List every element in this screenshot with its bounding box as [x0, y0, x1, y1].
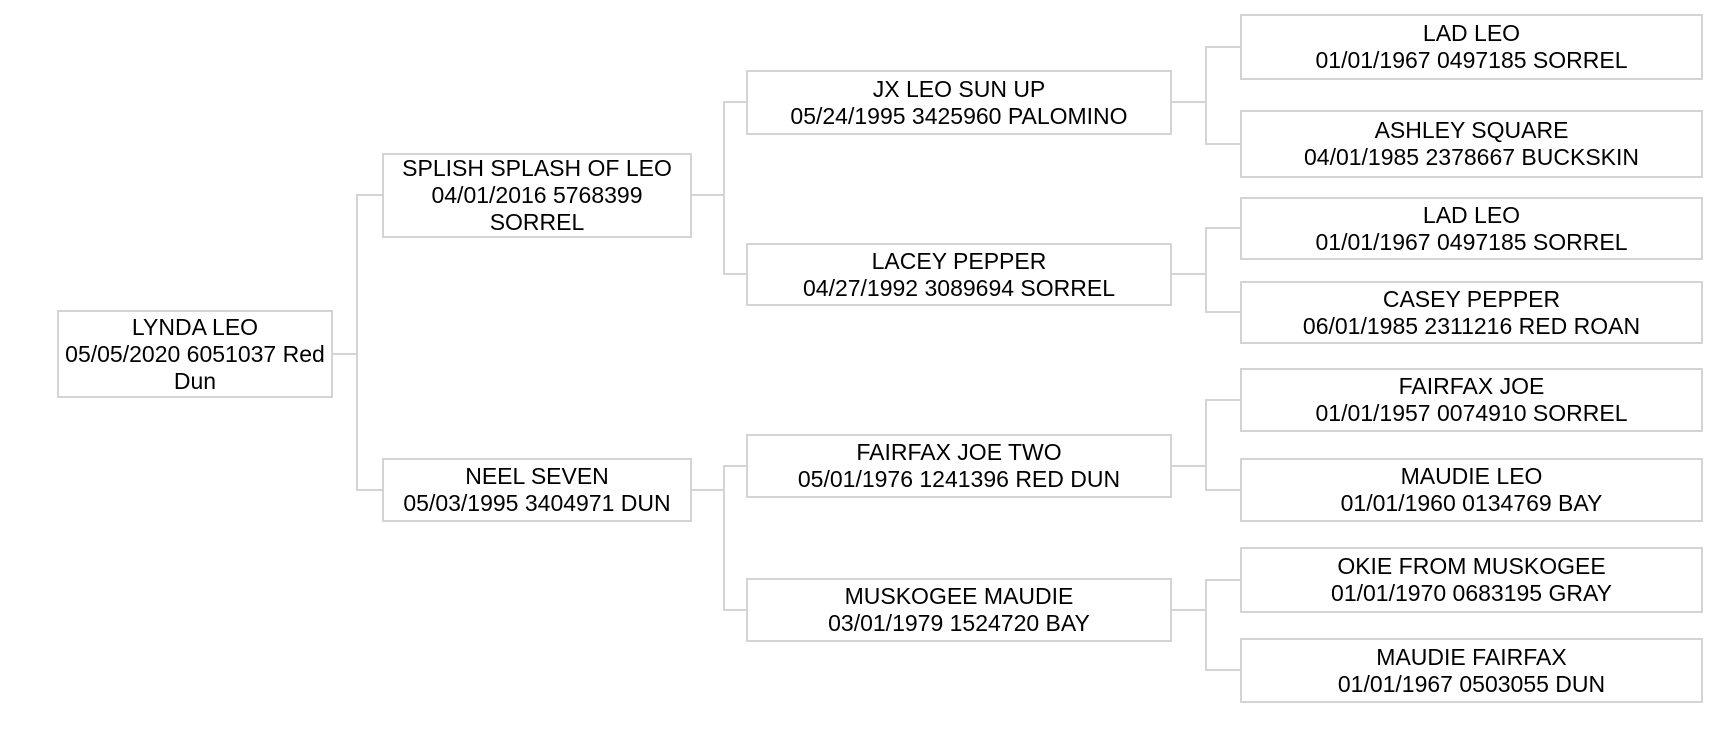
- horse-name: ASHLEY SQUARE: [1374, 117, 1569, 143]
- pedigree-node-dam-dam-dam: MAUDIE FAIRFAX 01/01/1967 0503055 DUN: [1240, 638, 1703, 703]
- pedigree-node-dam-sire-dam: MAUDIE LEO 01/01/1960 0134769 BAY: [1240, 458, 1703, 522]
- horse-details: 04/01/1985 2378667 BUCKSKIN: [1303, 144, 1640, 170]
- horse-name: SPLISH SPLASH OF LEO: [402, 155, 672, 181]
- pedigree-node-sire-dam-dam: CASEY PEPPER 06/01/1985 2311216 RED ROAN: [1240, 281, 1703, 344]
- horse-name: LAD LEO: [1422, 20, 1521, 46]
- horse-details: 01/01/1960 0134769 BAY: [1340, 490, 1603, 516]
- pedigree-node-dam-dam-sire: OKIE FROM MUSKOGEE 01/01/1970 0683195 GR…: [1240, 547, 1703, 613]
- horse-details: 05/05/2020 6051037 Red Dun: [65, 340, 325, 394]
- horse-name: MUSKOGEE MAUDIE: [844, 583, 1074, 609]
- pedigree-node-sire-dam: LACEY PEPPER 04/27/1992 3089694 SORREL: [746, 243, 1172, 306]
- connector-sire-dam-to-parents: [1172, 227, 1240, 313]
- pedigree-node-dam-sire: FAIRFAX JOE TWO 05/01/1976 1241396 RED D…: [746, 434, 1172, 498]
- pedigree-node-dam-dam: MUSKOGEE MAUDIE 03/01/1979 1524720 BAY: [746, 578, 1172, 642]
- horse-details: 03/01/1979 1524720 BAY: [828, 610, 1090, 636]
- horse-name: NEEL SEVEN: [465, 463, 609, 489]
- connector-dam-sire-to-parents: [1172, 399, 1240, 491]
- pedigree-node-sire-sire-dam: ASHLEY SQUARE 04/01/1985 2378667 BUCKSKI…: [1240, 110, 1703, 178]
- horse-name: MAUDIE FAIRFAX: [1376, 643, 1567, 670]
- horse-name: FAIRFAX JOE TWO: [856, 439, 1062, 465]
- connector-dam-to-parents: [692, 465, 746, 611]
- horse-details: 05/01/1976 1241396 RED DUN: [797, 466, 1121, 492]
- pedigree-node-dam: NEEL SEVEN 05/03/1995 3404971 DUN: [382, 458, 692, 522]
- pedigree-node-sire: SPLISH SPLASH OF LEO 04/01/2016 5768399 …: [382, 153, 692, 238]
- horse-name: LACEY PEPPER: [871, 247, 1047, 274]
- pedigree-node-dam-sire-sire: FAIRFAX JOE 01/01/1957 0074910 SORREL: [1240, 368, 1703, 432]
- horse-details: 05/24/1995 3425960 PALOMINO: [790, 102, 1128, 129]
- horse-details: 06/01/1985 2311216 RED ROAN: [1302, 312, 1641, 339]
- horse-details: 01/01/1967 0503055 DUN: [1337, 670, 1606, 697]
- connector-subject-to-parents: [333, 194, 382, 491]
- pedigree-node-sire-sire-sire: LAD LEO 01/01/1967 0497185 SORREL: [1240, 14, 1703, 80]
- horse-details: 04/01/2016 5768399 SORREL: [431, 182, 643, 235]
- horse-details: 01/01/1967 0497185 SORREL: [1315, 47, 1628, 73]
- pedigree-node-subject: LYNDA LEO 05/05/2020 6051037 Red Dun: [57, 310, 333, 398]
- horse-details: 01/01/1957 0074910 SORREL: [1315, 400, 1628, 426]
- horse-name: LYNDA LEO: [131, 313, 259, 340]
- pedigree-node-sire-dam-sire: LAD LEO 01/01/1967 0497185 SORREL: [1240, 197, 1703, 260]
- horse-name: MAUDIE LEO: [1400, 463, 1543, 489]
- connector-sire-sire-to-parents: [1172, 46, 1240, 145]
- horse-details: 01/01/1970 0683195 GRAY: [1331, 580, 1612, 606]
- pedigree-node-sire-sire: JX LEO SUN UP 05/24/1995 3425960 PALOMIN…: [746, 70, 1172, 135]
- horse-name: LAD LEO: [1422, 201, 1521, 228]
- horse-name: OKIE FROM MUSKOGEE: [1337, 553, 1606, 579]
- connector-sire-to-parents: [692, 101, 746, 275]
- connector-dam-dam-to-parents: [1172, 579, 1240, 671]
- horse-name: FAIRFAX JOE: [1398, 373, 1545, 399]
- horse-details: 05/03/1995 3404971 DUN: [403, 490, 671, 516]
- horse-name: CASEY PEPPER: [1382, 285, 1561, 312]
- horse-name: JX LEO SUN UP: [872, 75, 1046, 102]
- horse-details: 01/01/1967 0497185 SORREL: [1315, 228, 1628, 255]
- horse-details: 04/27/1992 3089694 SORREL: [802, 274, 1116, 301]
